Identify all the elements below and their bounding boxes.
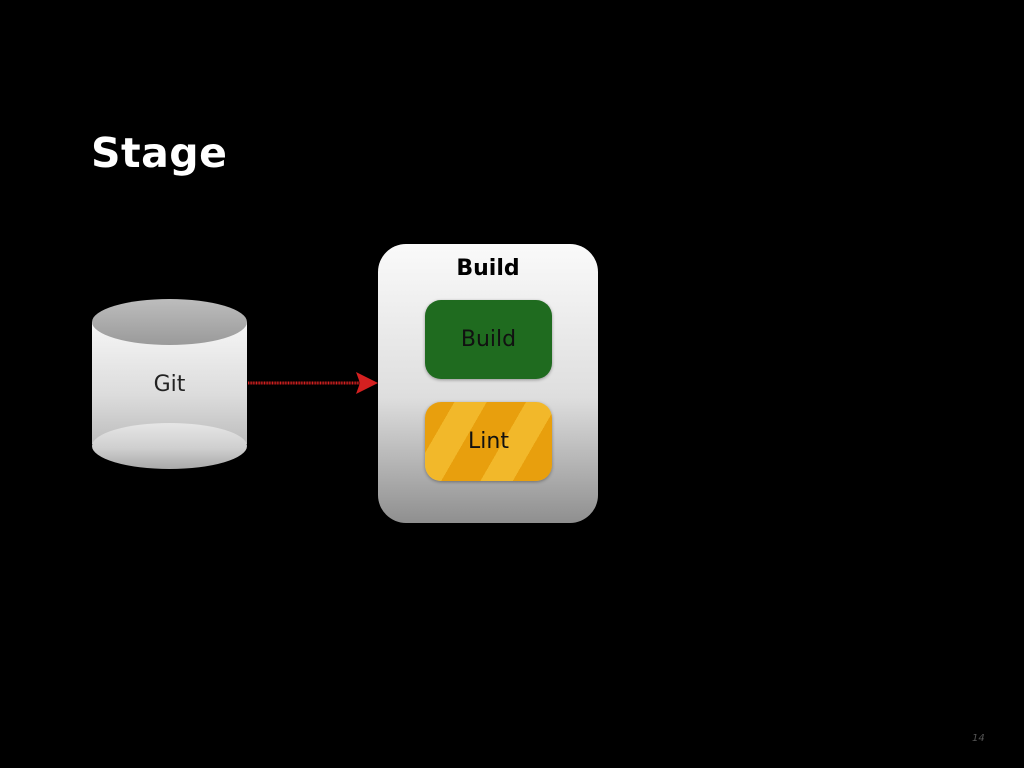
job-build-label: Build [460, 327, 517, 352]
slide-title: Stage [91, 129, 228, 177]
cylinder-bottom [92, 423, 247, 469]
page-number: 14 [972, 733, 985, 744]
connector-arrow-head [356, 372, 378, 394]
git-label: Git [153, 372, 186, 397]
job-lint: Lint [425, 402, 552, 481]
connector-arrow [248, 372, 378, 394]
cylinder-top [92, 299, 247, 345]
job-lint-label: Lint [468, 429, 509, 454]
stage-box: Build Build Lint [378, 244, 598, 523]
git-repository-cylinder: Git [92, 299, 247, 469]
job-build: Build [425, 300, 552, 379]
stage-name: Build [456, 256, 520, 281]
